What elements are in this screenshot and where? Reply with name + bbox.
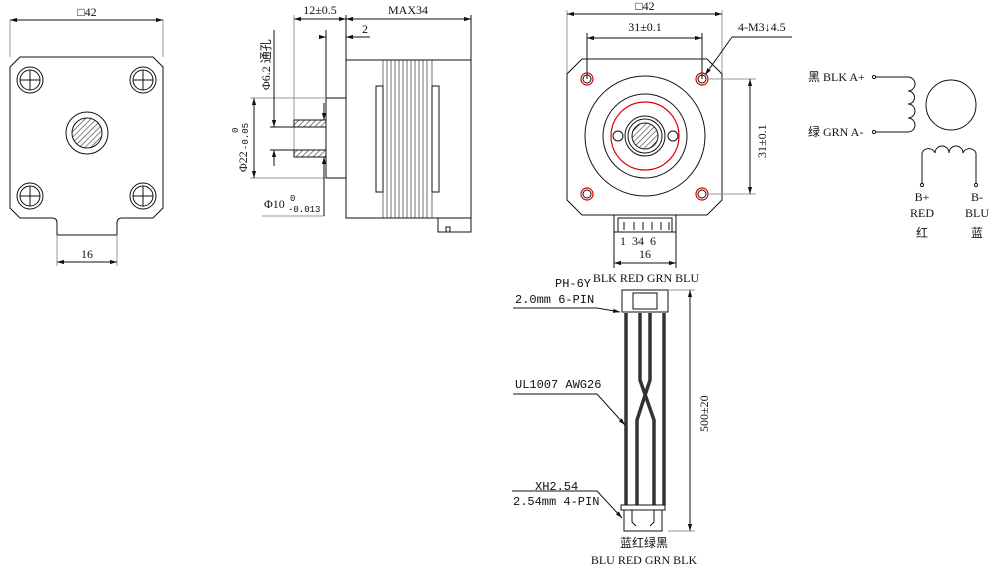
wiring-schematic: 黑 BLK A+ 绿 GRN A- B+ RED 红 B- BLU 蓝 bbox=[808, 70, 989, 240]
coil-b bbox=[921, 145, 977, 184]
cable-length-label: 500±20 bbox=[697, 395, 711, 432]
screw-icons bbox=[16, 66, 157, 210]
bottom-colors-label: BLU RED GRN BLK bbox=[591, 553, 698, 567]
boss-tol-upper: 0 bbox=[231, 128, 241, 133]
cable-assembly: BLK RED GRN BLU PH-6Y 2.0mm 6-PIN UL1007… bbox=[512, 271, 711, 567]
bottom-connector-spec: 2.54mm 4-PIN bbox=[513, 495, 599, 509]
bottom-connector bbox=[620, 504, 666, 532]
hole-label: Φ6.2 通孔 bbox=[259, 39, 273, 90]
tab-width-label: 16 bbox=[81, 247, 93, 261]
wires bbox=[624, 313, 666, 505]
b-minus-label: B- bbox=[971, 190, 983, 204]
a-plus-label: 黑 BLK A+ bbox=[808, 70, 865, 84]
back-size-label: □42 bbox=[77, 5, 96, 19]
b-plus-label: B+ bbox=[915, 190, 930, 204]
a-minus-label: 绿 GRN A- bbox=[808, 124, 863, 139]
shaft-length-label: 12±0.5 bbox=[303, 3, 337, 17]
top-connector bbox=[621, 289, 669, 313]
connector-width-label: 16 bbox=[639, 247, 651, 261]
top-connector-name: PH-6Y bbox=[555, 277, 591, 291]
hole-spacing-v-label: 31±0.1 bbox=[755, 124, 769, 158]
top-colors-label: BLK RED GRN BLU bbox=[593, 271, 700, 285]
boss-tol-lower: -0.05 bbox=[241, 123, 251, 150]
front-view: □42 31±0.1 4-M3↓4.5 31±0.1 1 34 6 bbox=[566, 0, 792, 268]
motor-body bbox=[345, 59, 472, 219]
bottom-colors-cn: 蓝红绿黑 bbox=[620, 535, 668, 550]
back-view: □42 16 bbox=[9, 5, 164, 266]
wire-spec-label: UL1007 AWG26 bbox=[515, 378, 601, 392]
boss-dia-label: Φ22 bbox=[236, 151, 250, 172]
flange-thickness-label: 2 bbox=[362, 22, 368, 36]
rotor-symbol bbox=[925, 79, 977, 131]
body-length-label: MAX34 bbox=[388, 3, 428, 17]
coil-a bbox=[876, 76, 916, 133]
front-size-label: □42 bbox=[635, 0, 654, 13]
motor-front-outline bbox=[566, 58, 723, 216]
pin-numbers-label: 1 34 6 bbox=[620, 234, 656, 248]
shaft-dia-label: Φ10 bbox=[264, 197, 285, 211]
hole-spacing-h-label: 31±0.1 bbox=[628, 20, 662, 34]
shaft-tol-upper: 0 bbox=[290, 194, 295, 204]
b-minus-cn: 蓝 bbox=[971, 226, 983, 240]
thread-label: 4-M3↓4.5 bbox=[738, 20, 786, 34]
shaft-tol-lower: -0.013 bbox=[288, 205, 320, 215]
b-plus-cn: 红 bbox=[916, 225, 928, 240]
b-plus-color: RED bbox=[910, 206, 934, 220]
motor-connector bbox=[613, 214, 677, 233]
bottom-connector-name: XH2.54 bbox=[535, 480, 578, 494]
side-view: 12±0.5 MAX34 2 Φ6.2 通孔 Φ bbox=[231, 3, 472, 233]
top-connector-spec: 2.0mm 6-PIN bbox=[515, 293, 594, 307]
b-minus-color: BLU bbox=[965, 206, 989, 220]
